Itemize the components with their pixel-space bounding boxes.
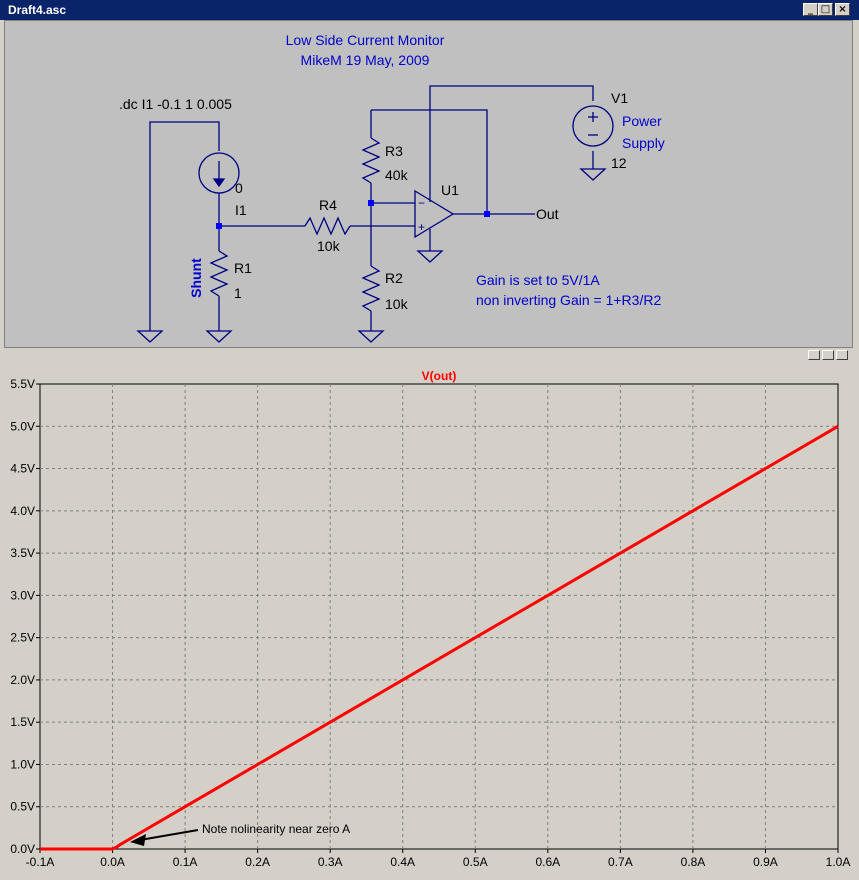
y-tick-label: 1.5V [10,715,35,729]
trace-label[interactable]: V(out) [422,369,457,383]
x-tick-label: 0.3A [318,855,343,869]
x-tick-label: 0.5A [463,855,488,869]
opamp-u1[interactable] [414,189,455,239]
x-tick-label: 0.6A [535,855,560,869]
plot-frame [39,383,839,850]
voltage-source-v1[interactable] [572,105,614,147]
x-tick-label: 0.9A [753,855,778,869]
y-tick-label: 1.0V [10,757,35,771]
x-tick-label: 0.2A [245,855,270,869]
ground-symbol-r2 [357,330,385,343]
v1-power-label: Power [622,113,662,129]
y-tick-label: 0.0V [10,842,35,856]
r2-name-label: R2 [385,270,403,286]
opamp-plus-sign: + [418,220,425,234]
schematic-panel[interactable]: Low Side Current Monitor MikeM 19 May, 2… [4,20,853,348]
tick-labels: -0.1A 0.0A 0.1A 0.2A 0.3A 0.4A 0.5A 0.6A 0.7A 0.8… [10,377,850,869]
r3-name-label: R3 [385,143,403,159]
y-tick-label: 5.0V [10,419,35,433]
r2-value-label: 10k [385,296,409,312]
y-tick-label: 2.5V [10,631,35,645]
ground-symbol-u1 [416,250,444,263]
schematic-title-line2: MikeM 19 May, 2009 [301,52,430,68]
x-tick-label: 0.4A [390,855,415,869]
plot-panel[interactable]: V(out) -0.1A 0.0A 0.1A 0.2A 0.3A 0.4A 0.5A 0.6A… [0,362,859,880]
window-title-bar[interactable]: Draft4.asc _ □ × [0,0,859,20]
v1-supply-label: Supply [622,135,665,151]
r1-name-label: R1 [234,260,252,276]
x-tick-label: -0.1A [26,855,55,869]
plot-minimize-button[interactable] [808,350,820,360]
resistor-r1[interactable] [209,250,229,297]
dc-directive[interactable]: .dc I1 -0.1 1 0.005 [119,96,232,112]
x-tick-label: 0.0A [100,855,125,869]
annotation: Note nolinearity near zero A [130,822,350,846]
shunt-label: Shunt [188,258,204,298]
y-tick-label: 4.0V [10,504,35,518]
x-tick-label: 1.0A [826,855,851,869]
y-tick-label: 0.5V [10,800,35,814]
out-net-label: Out [536,206,559,222]
junction-dot [484,211,490,217]
r4-value-label: 10k [317,238,341,254]
window-title: Draft4.asc [8,3,67,17]
annotation-text: Note nolinearity near zero A [202,822,350,836]
waveform-plot[interactable]: V(out) -0.1A 0.0A 0.1A 0.2A 0.3A 0.4A 0.5A 0.6A… [0,362,859,880]
resistor-r2[interactable] [361,265,381,312]
wire-supply [429,85,594,202]
plot-window-title-bar[interactable] [0,350,859,362]
ground-symbol-r1 [205,330,233,343]
i1-name-label: I1 [235,202,247,218]
minimize-icon: _ [808,4,813,15]
trace-vout[interactable] [40,425,839,851]
plot-close-button[interactable] [836,350,848,360]
x-tick-label: 0.7A [608,855,633,869]
y-tick-label: 4.5V [10,462,35,476]
junction-dot [368,200,374,206]
maximize-button[interactable]: □ [818,3,833,16]
ground-symbol-v1 [579,168,607,181]
u1-name-label: U1 [441,182,459,198]
gain-formula-note: non inverting Gain = 1+R3/R2 [476,292,661,308]
wire-feedback [371,109,488,214]
y-tick-label: 3.0V [10,588,35,602]
junction-dot [216,223,222,229]
x-tick-label: 0.8A [681,855,706,869]
v1-name-label: V1 [611,90,628,106]
close-button[interactable]: × [835,3,850,16]
opamp-minus-sign: − [418,196,425,210]
resistor-r4[interactable] [304,216,351,236]
y-tick-label: 5.5V [10,377,35,391]
minimize-button[interactable]: _ [803,3,818,16]
y-tick-label: 3.5V [10,546,35,560]
i1-value-label: 0 [235,180,243,196]
schematic-canvas[interactable]: Low Side Current Monitor MikeM 19 May, 2… [5,21,854,349]
r4-name-label: R4 [319,197,337,213]
r3-value-label: 40k [385,167,409,183]
schematic-title-line1: Low Side Current Monitor [286,32,445,48]
x-tick-label: 0.1A [173,855,198,869]
gain-note: Gain is set to 5V/1A [476,272,600,288]
wire-ground-return [149,121,220,321]
v1-value-label: 12 [611,155,627,171]
plot-maximize-button[interactable] [822,350,834,360]
resistor-r3[interactable] [361,137,381,184]
maximize-icon: □ [820,4,831,15]
grid-lines [40,384,838,849]
ground-symbol-left [136,330,164,343]
close-icon: × [838,4,847,15]
y-tick-label: 2.0V [10,673,35,687]
r1-value-label: 1 [234,285,242,301]
